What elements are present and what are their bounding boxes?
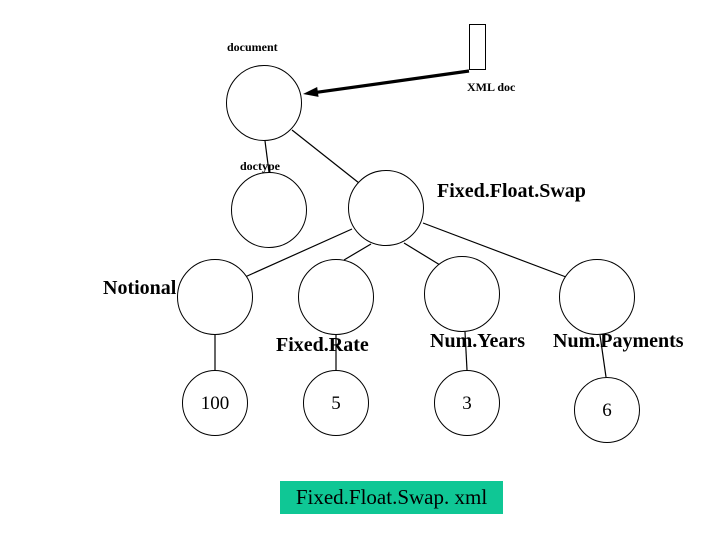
node-notional[interactable] [177, 259, 253, 335]
node-label-fixedrate: Fixed.Rate [276, 334, 369, 356]
node-fixedfloatswap[interactable] [348, 170, 424, 246]
node-label-document: document [227, 40, 278, 54]
node-value-numyears-value: 3 [462, 392, 472, 414]
node-numpayments-value[interactable]: 6 [574, 377, 640, 443]
xml-doc-label: XML doc [467, 80, 516, 94]
node-value-numpayments-value: 6 [602, 399, 612, 421]
node-fixedrate-value[interactable]: 5 [303, 370, 369, 436]
xml-doc-rectangle [469, 24, 486, 70]
node-document[interactable] [226, 65, 302, 141]
node-notional-value[interactable]: 100 [182, 370, 248, 436]
edge-document-to-fixedfloatswap [291, 129, 360, 184]
file-name-box[interactable]: Fixed.Float.Swap. xml [280, 481, 503, 514]
node-label-numpayments: Num.Payments [553, 330, 684, 352]
node-doctype[interactable] [231, 172, 307, 248]
edge-numyears-to-numyears-value [464, 331, 468, 371]
edge-fixedfloatswap-to-notional [244, 228, 353, 278]
node-numyears-value[interactable]: 3 [434, 370, 500, 436]
arrow-head [303, 86, 319, 97]
node-value-fixedrate-value: 5 [331, 392, 341, 414]
node-value-notional-value: 100 [200, 392, 230, 414]
node-label-doctype: doctype [240, 159, 280, 173]
node-label-fixedfloatswap: Fixed.Float.Swap [437, 180, 586, 202]
arrow-shaft [314, 69, 470, 95]
node-fixedrate[interactable] [298, 259, 374, 335]
edge-numpayments-to-numpayments-value [599, 334, 607, 378]
xml-doc-arrow [303, 69, 470, 97]
node-label-notional: Notional [103, 277, 177, 299]
node-numyears[interactable] [424, 256, 500, 332]
edge-document-to-doctype [264, 140, 270, 173]
edge-fixedfloatswap-to-fixedrate [343, 243, 372, 261]
node-numpayments[interactable] [559, 259, 635, 335]
edge-fixedfloatswap-to-numpayments [422, 222, 567, 278]
edge-fixedfloatswap-to-numyears [403, 242, 441, 266]
node-label-numyears: Num.Years [430, 330, 525, 352]
